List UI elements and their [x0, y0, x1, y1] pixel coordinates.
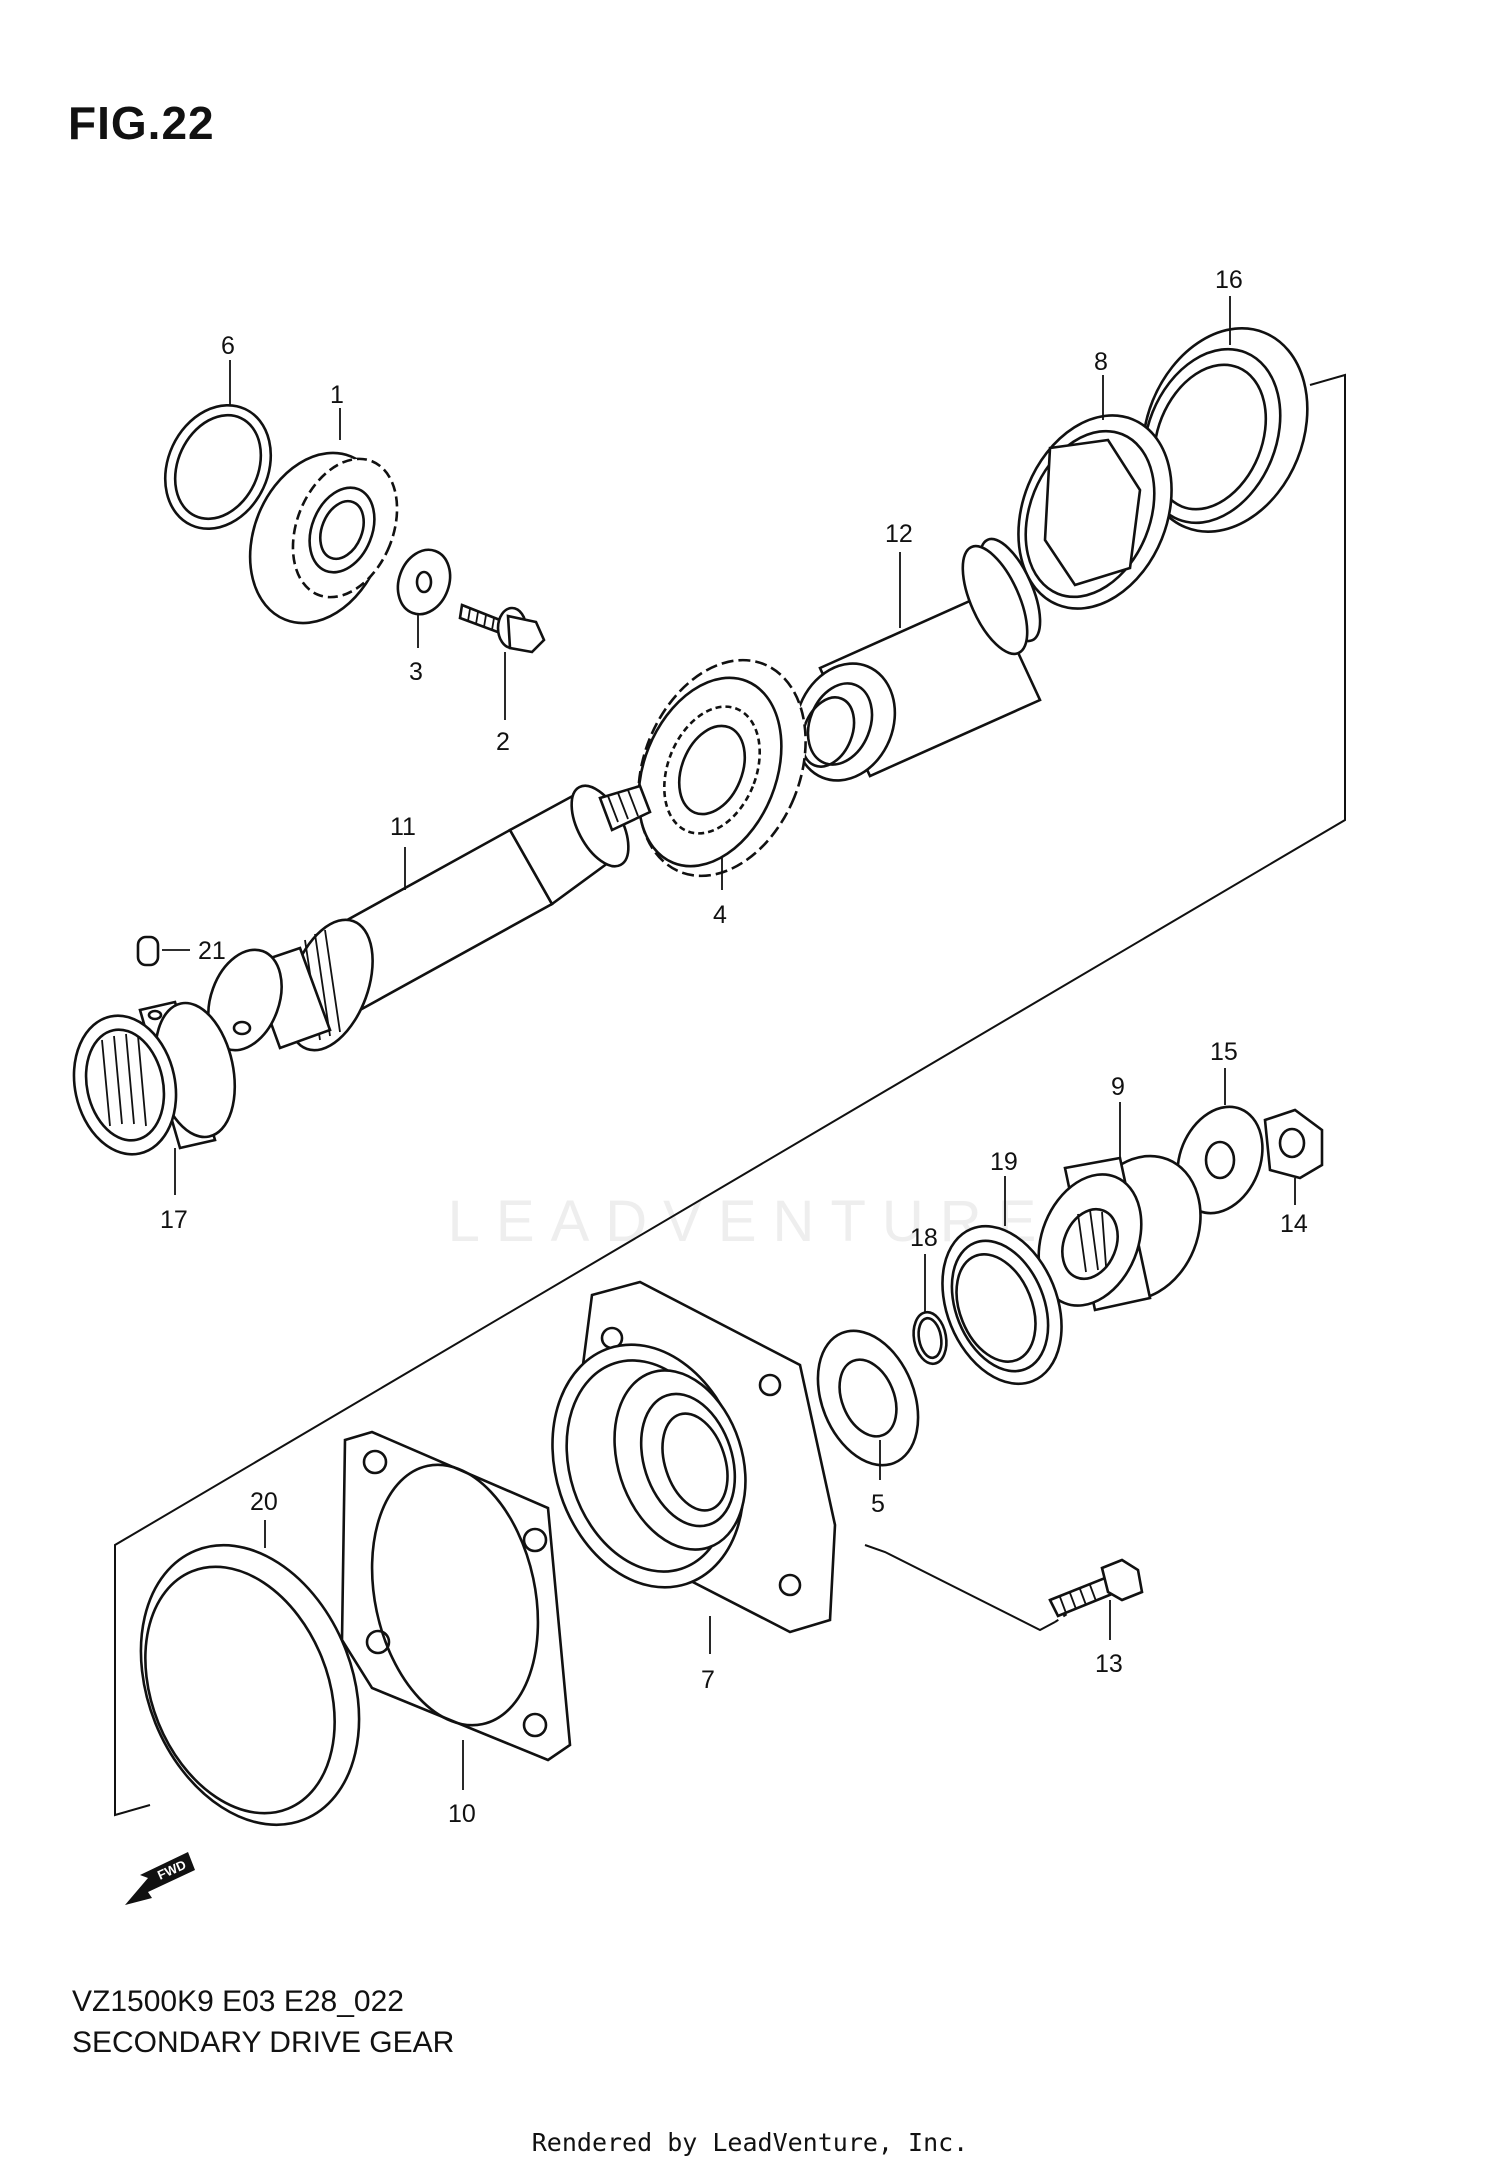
part-oil-seal-20[interactable]	[101, 1512, 399, 1857]
callout-8: 8	[1094, 348, 1108, 376]
part-oring-6[interactable]	[146, 388, 291, 546]
callout-12: 12	[885, 520, 913, 548]
callout-9: 9	[1111, 1073, 1125, 1101]
callout-21: 21	[198, 937, 226, 965]
render-credit: Rendered by LeadVenture, Inc.	[531, 2128, 969, 2157]
callout-5: 5	[871, 1490, 885, 1518]
part-bevel-gear-1[interactable]	[226, 432, 417, 643]
callout-18: 18	[910, 1224, 938, 1252]
callout-19: 19	[990, 1148, 1018, 1176]
part-coupling-9[interactable]	[1020, 1138, 1221, 1321]
figure-name: SECONDARY DRIVE GEAR	[72, 2026, 455, 2059]
callout-2: 2	[496, 728, 510, 756]
part-bolt-13[interactable]	[1048, 1558, 1144, 1618]
callout-20: 20	[250, 1488, 278, 1516]
callout-14: 14	[1280, 1210, 1308, 1238]
part-washer-3[interactable]	[389, 542, 459, 621]
part-bearing-17[interactable]	[62, 996, 247, 1164]
part-dowel-pin-21[interactable]	[136, 935, 160, 967]
part-oring-18[interactable]	[910, 1310, 951, 1367]
figure-title: FIG.22	[68, 97, 215, 149]
callout-13: 13	[1095, 1650, 1123, 1678]
watermark: LEADVENTURE	[447, 1189, 1053, 1254]
part-gasket-10[interactable]	[340, 1430, 572, 1762]
part-bolt-2[interactable]	[458, 603, 546, 654]
callout-16: 16	[1215, 266, 1243, 294]
callout-7: 7	[701, 1666, 715, 1694]
callout-1: 1	[330, 381, 344, 409]
assembly-frame	[114, 373, 1346, 1817]
callout-4: 4	[713, 901, 727, 929]
part-shim-5[interactable]	[799, 1316, 937, 1480]
callout-3: 3	[409, 658, 423, 686]
callouts: 1 2 3 4 5 6 7 8 9 10 11 12 13 14 15 16 1…	[160, 266, 1308, 1828]
fwd-arrow-icon: FWD	[125, 1852, 195, 1905]
part-oil-seal-16[interactable]	[1113, 303, 1336, 556]
part-oil-seal-19[interactable]	[920, 1208, 1083, 1401]
model-code: VZ1500K9 E03 E28_022	[72, 1985, 404, 2018]
part-cushion-8[interactable]	[991, 392, 1199, 631]
part-housing-7[interactable]	[522, 1280, 837, 1634]
callout-10: 10	[448, 1800, 476, 1828]
part-sleeve-12[interactable]	[778, 531, 1052, 796]
part-shaft-11[interactable]	[195, 777, 652, 1062]
callout-leaders	[162, 296, 1296, 1790]
callout-11: 11	[390, 813, 416, 841]
callout-17: 17	[160, 1206, 188, 1234]
part-nut-14[interactable]	[1263, 1108, 1324, 1180]
callout-15: 15	[1210, 1038, 1238, 1066]
part-bevel-gear-4[interactable]	[608, 635, 837, 901]
callout-6: 6	[221, 332, 235, 360]
